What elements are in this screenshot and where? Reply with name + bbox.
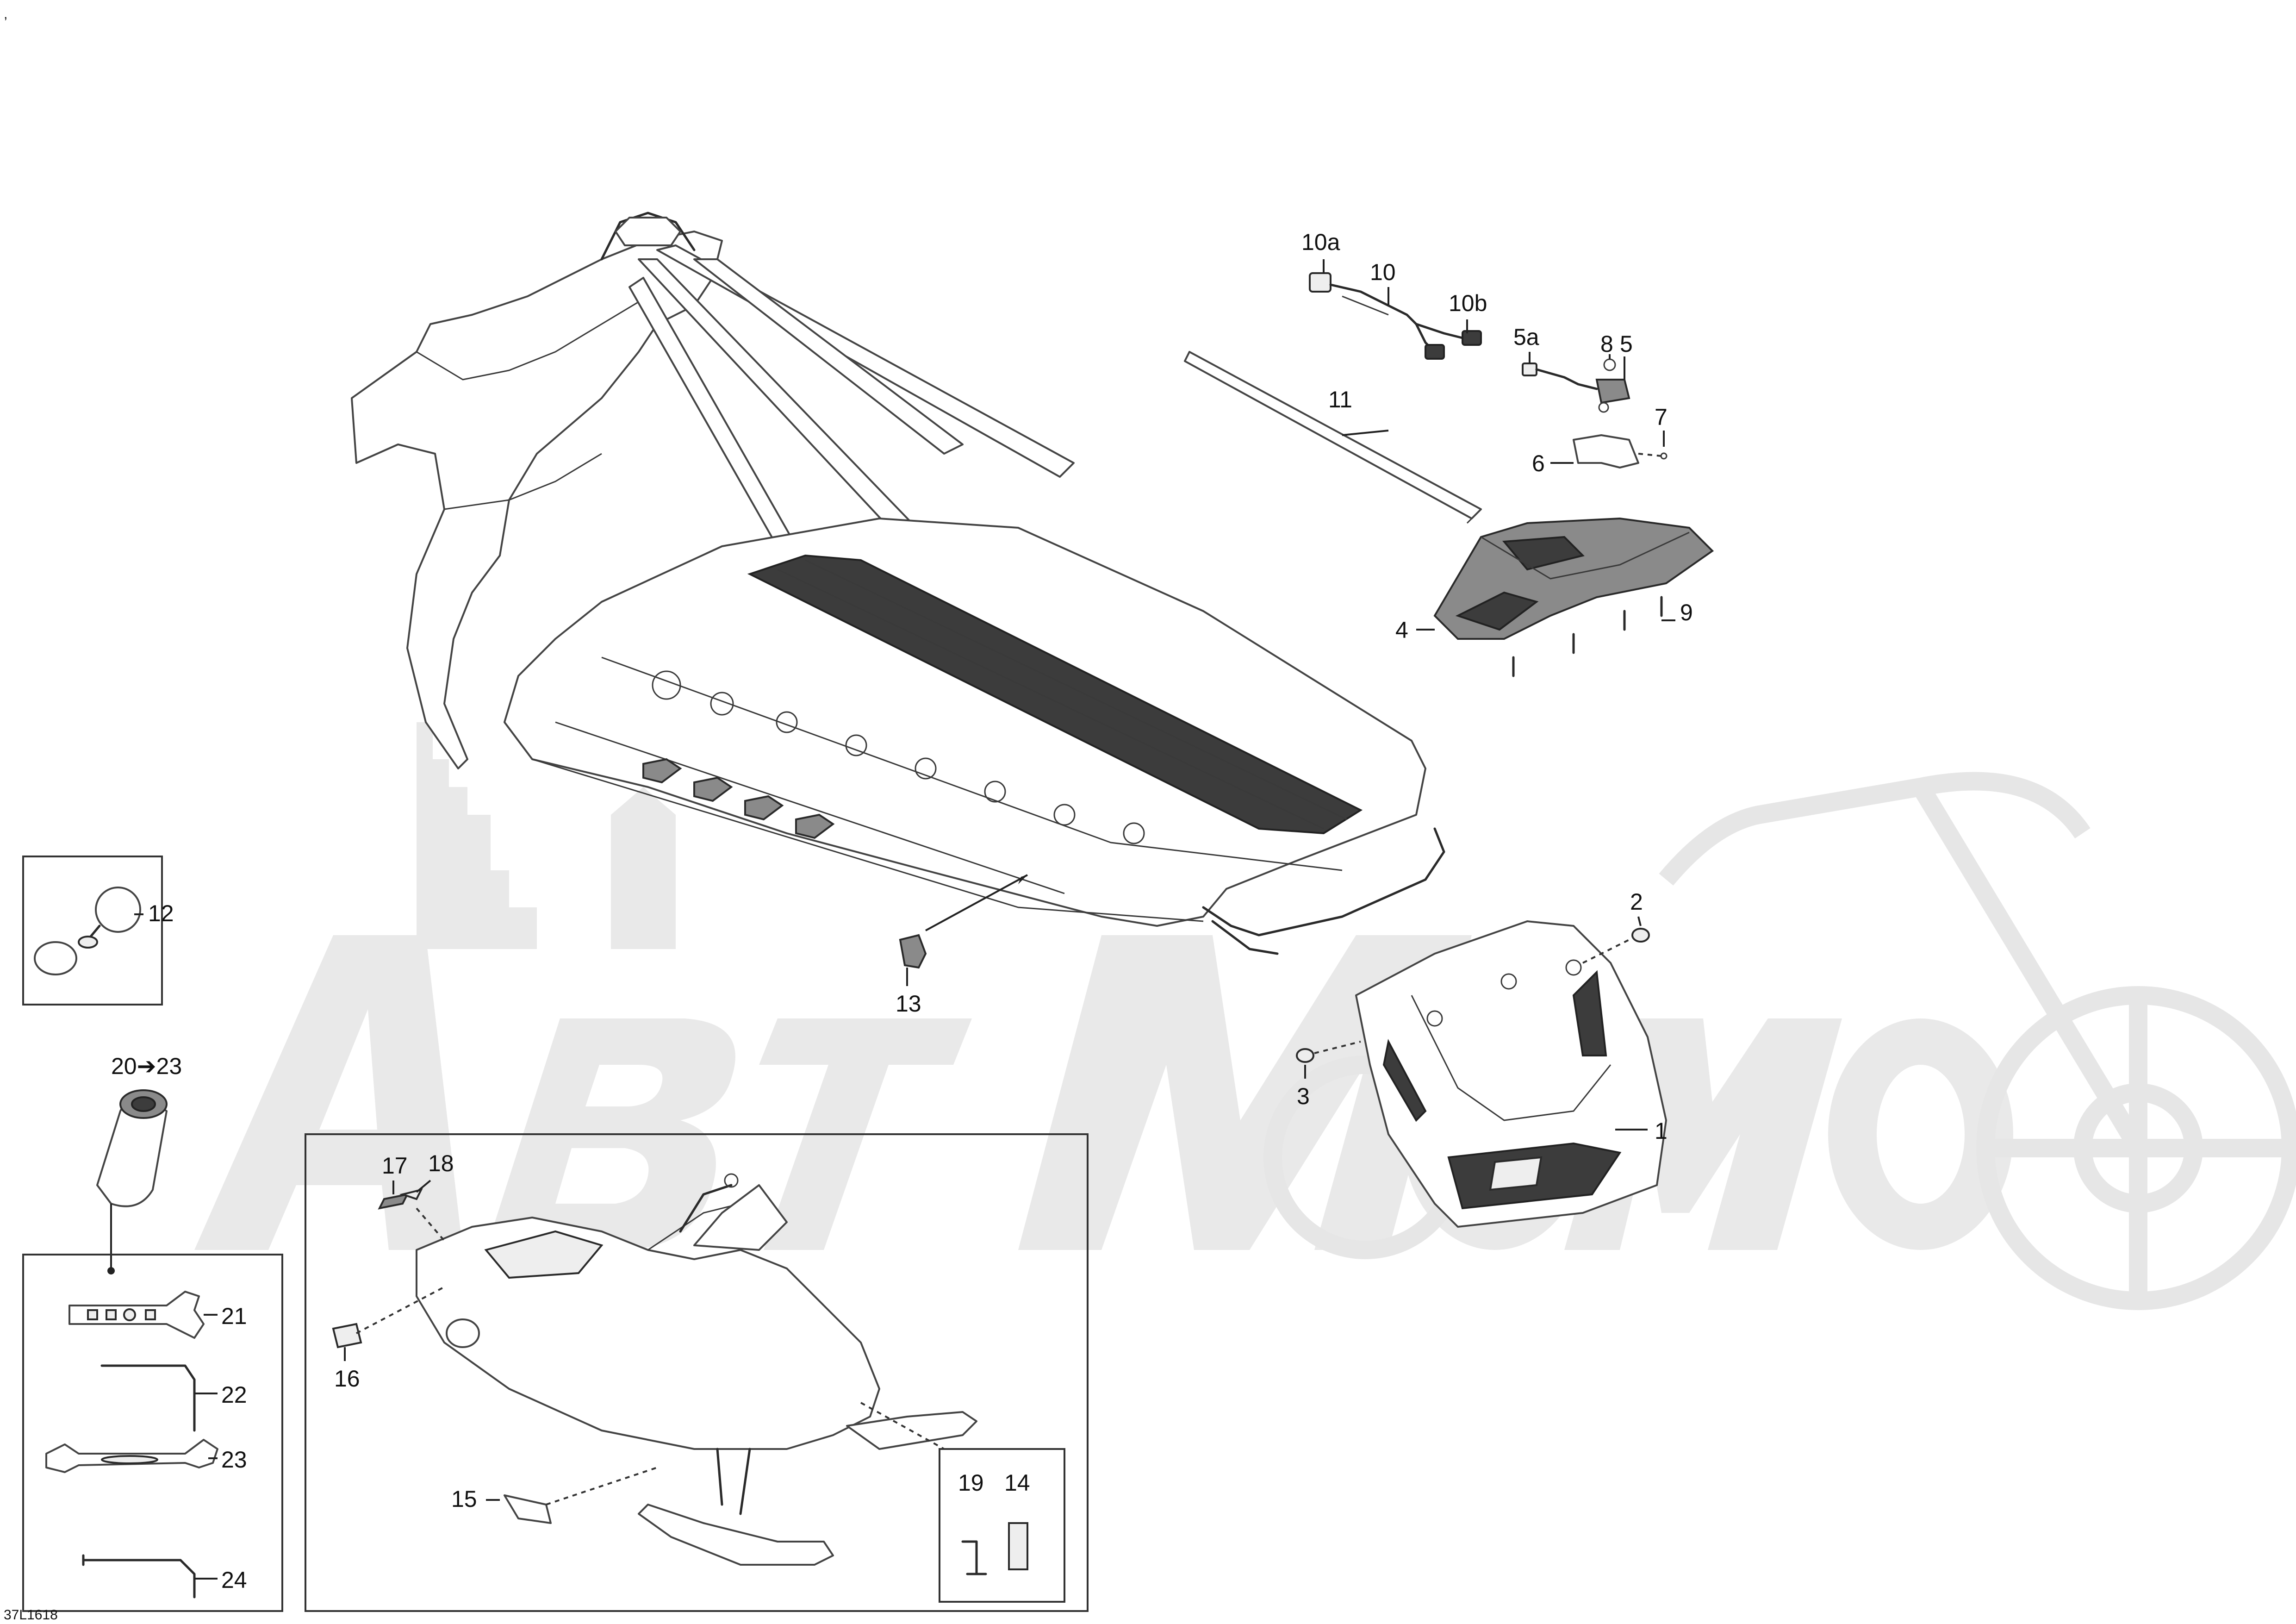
sensor-bracket-icon: [1522, 358, 1668, 468]
hood-panel-icon: [899, 920, 1667, 1228]
decal-icon: [961, 1522, 1028, 1575]
callout-8: 8: [1600, 331, 1613, 357]
callout-1: 1: [1655, 1118, 1668, 1144]
callout-16: 16: [334, 1366, 360, 1392]
console-icon: [1433, 517, 1714, 677]
wrench-icon: [68, 1291, 205, 1339]
callout-5: 5: [1620, 331, 1633, 357]
mirror-box: [22, 856, 163, 1006]
callout-11: 11: [1328, 387, 1352, 412]
mirror-icon: [34, 887, 143, 975]
callout-24: 24: [221, 1567, 247, 1593]
hex-key-icon: [82, 1554, 196, 1599]
side-holes: [652, 670, 1145, 844]
callout-15: 15: [451, 1486, 477, 1512]
callout-14: 14: [1004, 1470, 1030, 1496]
callout-17: 17: [382, 1153, 408, 1179]
callouts: 1 2 3 4 5 5a 6 7 8 9 10 10a 10b 11 12 13…: [111, 229, 1693, 1593]
callout-4: 4: [1395, 617, 1408, 643]
tool-box: [22, 1254, 283, 1612]
running-board-holes: [642, 758, 835, 839]
callout-20-23: 20➔23: [111, 1053, 182, 1079]
callout-13: 13: [896, 991, 921, 1017]
callout-22: 22: [221, 1382, 247, 1408]
callout-2: 2: [1630, 889, 1643, 915]
callout-10a: 10a: [1301, 229, 1340, 255]
harness-icon: [1309, 272, 1482, 360]
callout-21: 21: [221, 1303, 247, 1329]
snowmobile-icon: [332, 1173, 977, 1566]
allen-key-icon: [100, 1364, 196, 1432]
callout-5a: 5a: [1513, 324, 1539, 350]
snowmobile-box: [305, 1133, 1089, 1612]
callout-12: 12: [148, 900, 174, 926]
callout-6: 6: [1532, 450, 1545, 476]
corner-mark: ,: [4, 6, 7, 22]
chassis-frame-icon: [351, 212, 1445, 955]
diagram-code: 37L1618: [4, 1607, 58, 1623]
tool-pouch-icon: [96, 1089, 168, 1274]
leader-lines: [194, 259, 1675, 1580]
callout-10: 10: [1370, 259, 1396, 285]
callout-9: 9: [1680, 600, 1693, 625]
callout-10b: 10b: [1449, 290, 1487, 316]
callout-18: 18: [428, 1150, 454, 1176]
callout-3: 3: [1297, 1083, 1310, 1109]
callout-7: 7: [1655, 404, 1668, 430]
callout-19: 19: [958, 1470, 984, 1496]
decal-box: [939, 1448, 1065, 1603]
strap-icon: [1184, 351, 1482, 524]
screws: [1512, 596, 1663, 677]
open-wrench-icon: [45, 1439, 218, 1473]
callout-23: 23: [221, 1447, 247, 1473]
